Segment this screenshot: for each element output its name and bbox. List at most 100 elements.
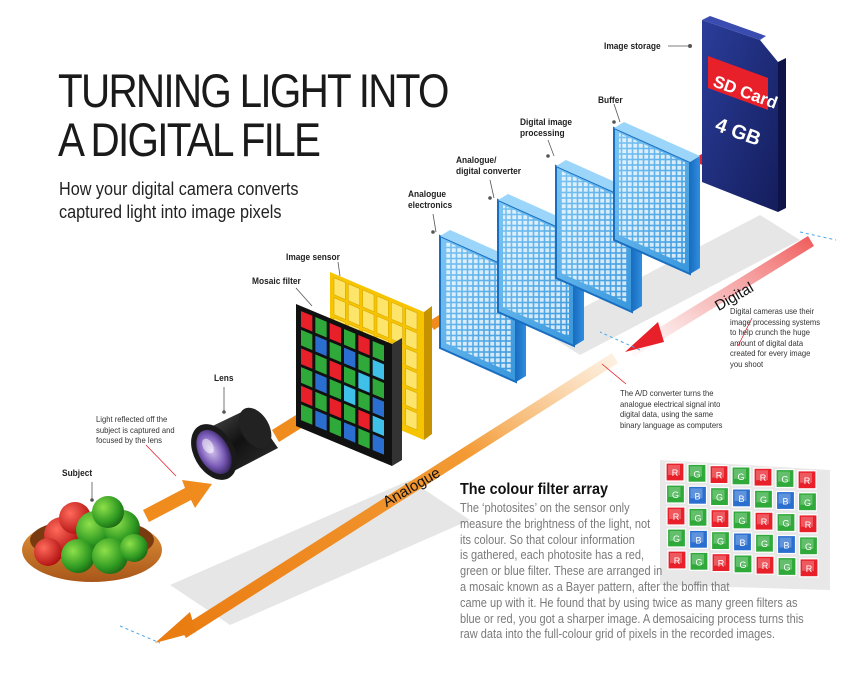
note-digital-cameras-line-5: created for every image (730, 348, 811, 358)
colour-filter-array-title: The colour filter array (460, 481, 609, 498)
mosaic-filter-tile (372, 396, 384, 418)
cfa-cell: G (666, 528, 687, 548)
cfa-cell-letter: G (782, 519, 789, 529)
sensor-photosite (362, 309, 375, 333)
cfa-cell-letter: G (761, 539, 768, 549)
label-ad-converter-line-1: Analogue/ (456, 155, 497, 166)
cfa-cell: R (666, 506, 686, 526)
mosaic-filter-illustration (296, 304, 402, 466)
mosaic-filter-tile (344, 329, 356, 350)
sensor-photosite (405, 367, 418, 391)
cfa-body-line-2: measure the brightness of the light, not (460, 516, 651, 531)
subtitle-line-1: How your digital camera converts (59, 179, 299, 199)
cfa-cell-letter: B (738, 494, 744, 504)
sensor-photosite (362, 289, 375, 313)
cfa-cell-letter: R (717, 515, 724, 525)
subtitle-line-2: captured light into image pixels (59, 202, 282, 222)
note-digital-cameras: Digital cameras use their image processi… (730, 306, 820, 369)
mosaic-filter-tile (372, 434, 384, 455)
cfa-cell-letter: G (760, 495, 767, 505)
cfa-cell-letter: G (694, 513, 701, 523)
note-light-reflected: Light reflected off the subject is captu… (96, 414, 175, 446)
mosaic-filter-tile (372, 340, 384, 362)
sd-card (702, 16, 786, 212)
leader-lines (91, 45, 753, 500)
note-digital-cameras-line-1: Digital cameras use their (730, 306, 815, 316)
cfa-cell-letter: R (672, 468, 679, 478)
sensor-photosite (348, 303, 360, 327)
note-light-reflected-line-3: focused by the lens (96, 435, 162, 445)
note-ad-converter-line-4: binary language as computers (620, 419, 723, 430)
sensor-photosite (376, 315, 389, 339)
cfa-cell: R (667, 550, 687, 570)
cfa-body-line-9: raw data into the full-colour grid of pi… (460, 627, 775, 642)
cfa-cell-letter: G (673, 534, 680, 544)
cfa-cell-letter: B (782, 497, 788, 507)
note-digital-cameras-line-3: to help crunch the huge (730, 327, 810, 337)
cfa-cell-letter: G (805, 542, 812, 552)
mosaic-filter-tile (315, 317, 327, 338)
cfa-cell-letter: G (739, 560, 746, 570)
mosaic-filter-tile (344, 385, 356, 406)
mosaic-filter-tile (344, 366, 356, 387)
mosaic-filter-tile (344, 347, 356, 369)
cfa-cell: G (754, 533, 775, 553)
leader-dots (90, 44, 692, 502)
mosaic-filter-tile (344, 422, 356, 443)
mosaic-filter-tile (315, 354, 327, 375)
cfa-body-line-7: came up with it. He found that by using … (460, 595, 798, 610)
mosaic-filter-tile (315, 335, 327, 357)
cfa-cell-letter: R (674, 556, 681, 566)
cfa-cell-letter: R (718, 559, 725, 569)
cfa-body-line-6: a mosaic known as a Bayer pattern, after… (460, 579, 730, 594)
cfa-cell: B (775, 490, 796, 511)
cfa-cell: G (689, 551, 709, 571)
sensor-photosite (405, 307, 418, 331)
sensor-photosite (405, 407, 418, 431)
cfa-cell: B (776, 534, 797, 555)
cfa-cell: G (776, 512, 796, 533)
label-digital-processing-line-2: processing (520, 128, 565, 139)
label-buffer: Buffer (598, 95, 623, 106)
cfa-cell-letter: B (694, 491, 700, 501)
cfa-cell: R (665, 462, 685, 482)
label-analogue-electronics-line-2: electronics (408, 200, 453, 211)
cfa-cell-letter: R (760, 473, 767, 483)
mosaic-filter-tile (301, 385, 313, 407)
cfa-cell: B (732, 532, 753, 552)
cfa-cell: R (754, 511, 774, 531)
cfa-cell-letter: G (781, 475, 788, 485)
cfa-cell: R (711, 552, 731, 573)
note-digital-cameras-line-2: image processing systems (730, 316, 821, 327)
label-analogue-electronics: Analogue electronics (408, 189, 452, 211)
mosaic-filter-tile (301, 329, 313, 351)
mosaic-filter-tile (301, 348, 313, 369)
mosaic-filter-tile (329, 360, 341, 381)
mosaic-filter-tile (358, 409, 370, 431)
colour-filter-array-body: The ‘photosites’ on the sensor only meas… (460, 501, 804, 643)
cfa-cell: B (687, 485, 708, 505)
mosaic-filter-tile (358, 428, 370, 449)
cfa-cell-letter: G (672, 490, 679, 500)
sensor-photosite (405, 347, 418, 371)
cfa-cell-letter: G (693, 469, 700, 479)
cfa-cell-letter: R (761, 517, 768, 527)
cfa-cell-letter: G (737, 472, 744, 482)
note-ad-converter-line-1: The A/D converter turns the (620, 388, 714, 398)
cfa-body-line-1: The ‘photosites’ on the sensor only (460, 501, 630, 515)
sensor-photosite (333, 297, 346, 320)
label-analogue-electronics-line-1: Analogue (408, 189, 447, 200)
sensor-photosite (376, 295, 389, 319)
note-ad-converter-line-3: digital data, using the same (620, 409, 714, 419)
label-digital-processing-line-1: Digital image (520, 117, 573, 128)
title-line-2: A DIGITAL FILE (58, 113, 321, 166)
digital-arrow (599, 231, 837, 357)
mosaic-filter-tile (301, 311, 313, 332)
page-title: TURNING LIGHT INTO A DIGITAL FILE (58, 66, 449, 166)
cfa-cell-letter: R (762, 561, 769, 571)
mosaic-filter-tile (315, 373, 327, 394)
cfa-cell: R (753, 467, 773, 487)
mosaic-filter-tile (329, 379, 341, 400)
